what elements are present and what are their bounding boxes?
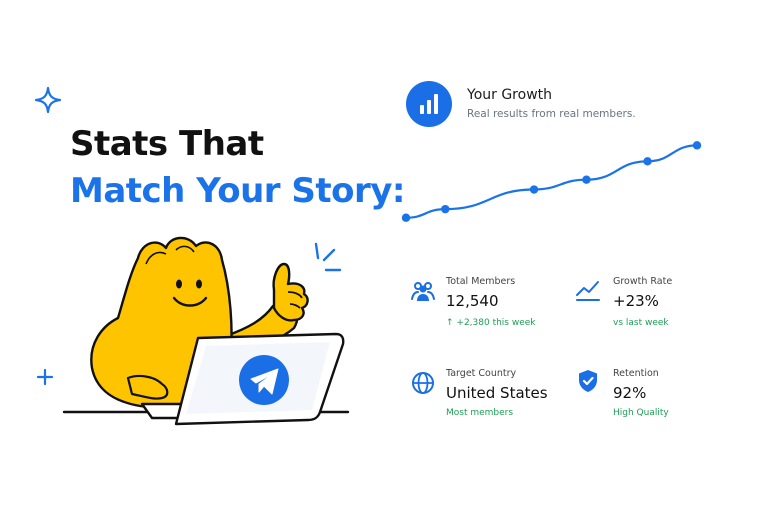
target-country-label: Target Country	[446, 368, 517, 379]
total-members-value: 12,540	[446, 292, 499, 310]
growth-point-2	[529, 185, 539, 194]
growth-subtitle: Real results from real members.	[467, 108, 636, 120]
retention-label: Retention	[613, 368, 659, 379]
globe-icon	[412, 372, 434, 394]
retention-value: 92%	[613, 384, 647, 402]
target-country-value: United States	[446, 384, 548, 402]
growth-point-4	[643, 157, 652, 166]
growth-rate-note: vs last week	[613, 318, 669, 328]
growth-point-3	[582, 175, 591, 184]
total-members-label: Total Members	[446, 276, 516, 287]
growth-title: Your Growth	[467, 87, 553, 103]
growth-rate-value: +23%	[613, 292, 659, 310]
bar-chart-icon	[406, 81, 452, 127]
growth-rate-label: Growth Rate	[613, 276, 673, 287]
shield-check-icon	[579, 370, 597, 392]
users-icon	[411, 282, 435, 301]
growth-point-5	[692, 141, 702, 150]
mascot-illustration	[62, 236, 350, 426]
target-country-note: Most members	[446, 408, 514, 418]
sparkle-icon	[34, 86, 62, 114]
total-members-note: ↑ +2,380 this week	[446, 318, 536, 328]
plus-icon	[36, 368, 54, 386]
retention-note: High Quality	[613, 408, 669, 418]
headline-line-1: Stats That	[70, 124, 264, 164]
growth-point-0	[401, 213, 411, 222]
growth-point-1	[441, 204, 450, 214]
trend-up-icon	[576, 281, 600, 301]
headline-line-2: Match Your Story:	[70, 171, 406, 211]
growth-line-chart	[401, 141, 702, 222]
growth-series-line	[404, 144, 699, 219]
